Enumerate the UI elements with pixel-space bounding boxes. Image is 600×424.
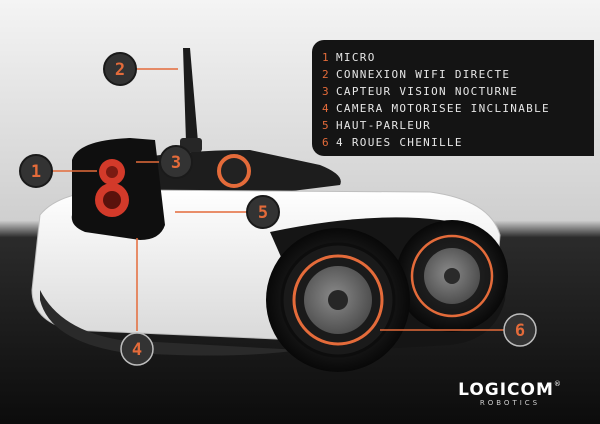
legend-label: 4 ROUES CHENILLE — [336, 136, 463, 149]
feature-legend: 1 MICRO 2 CONNEXION WIFI DIRECTE 3 CAPTEUR … — [312, 40, 594, 156]
callout-1: 1 — [19, 154, 53, 188]
legend-item: 3 CAPTEUR VISION NOCTURNE — [322, 83, 550, 100]
legend-num: 6 — [322, 136, 330, 149]
camera-lens-icon — [95, 159, 129, 217]
callout-3-label: 3 — [171, 153, 181, 173]
legend-list: 1 MICRO 2 CONNEXION WIFI DIRECTE 3 CAPTEUR … — [322, 49, 550, 151]
legend-label: HAUT-PARLEUR — [336, 119, 432, 132]
callout-2-label: 2 — [115, 60, 125, 80]
robot — [31, 48, 508, 372]
callout-4-label: 4 — [132, 340, 142, 360]
callout-5-label: 5 — [258, 203, 268, 223]
front-wheel — [266, 228, 410, 372]
callout-4: 4 — [120, 332, 154, 366]
rear-wheel — [396, 220, 508, 332]
callout-6-label: 6 — [515, 321, 525, 341]
legend-item: 1 MICRO — [322, 49, 550, 66]
callout-3: 3 — [159, 145, 193, 179]
registered-mark: ® — [553, 380, 562, 388]
brand-logo: LOGICOM® ROBOTICS — [455, 380, 565, 407]
legend-num: 5 — [322, 119, 330, 132]
callout-6: 6 — [503, 313, 537, 347]
night-sensor-icon — [217, 154, 251, 188]
legend-num: 2 — [322, 68, 330, 81]
legend-item: 4 CAMERA MOTORISEE INCLINABLE — [322, 100, 550, 117]
legend-label: CAPTEUR VISION NOCTURNE — [336, 85, 519, 98]
brand-subtitle: ROBOTICS — [479, 399, 541, 407]
callout-2: 2 — [103, 52, 137, 86]
legend-label: CONNEXION WIFI DIRECTE — [336, 68, 511, 81]
legend-num: 1 — [322, 51, 330, 64]
legend-num: 4 — [322, 102, 330, 115]
legend-item: 5 HAUT-PARLEUR — [322, 117, 550, 134]
antenna-icon — [183, 48, 198, 142]
callout-lines — [52, 68, 504, 331]
legend-label: MICRO — [336, 51, 376, 64]
legend-num: 3 — [322, 85, 330, 98]
legend-item: 2 CONNEXION WIFI DIRECTE — [322, 66, 550, 83]
legend-item: 6 4 ROUES CHENILLE — [322, 134, 550, 151]
callout-1-label: 1 — [31, 162, 41, 182]
callout-5: 5 — [246, 195, 280, 229]
brand-name: LOGICOM® — [455, 380, 565, 400]
legend-label: CAMERA MOTORISEE INCLINABLE — [336, 102, 550, 115]
brand-name-text: LOGICOM — [458, 380, 554, 400]
